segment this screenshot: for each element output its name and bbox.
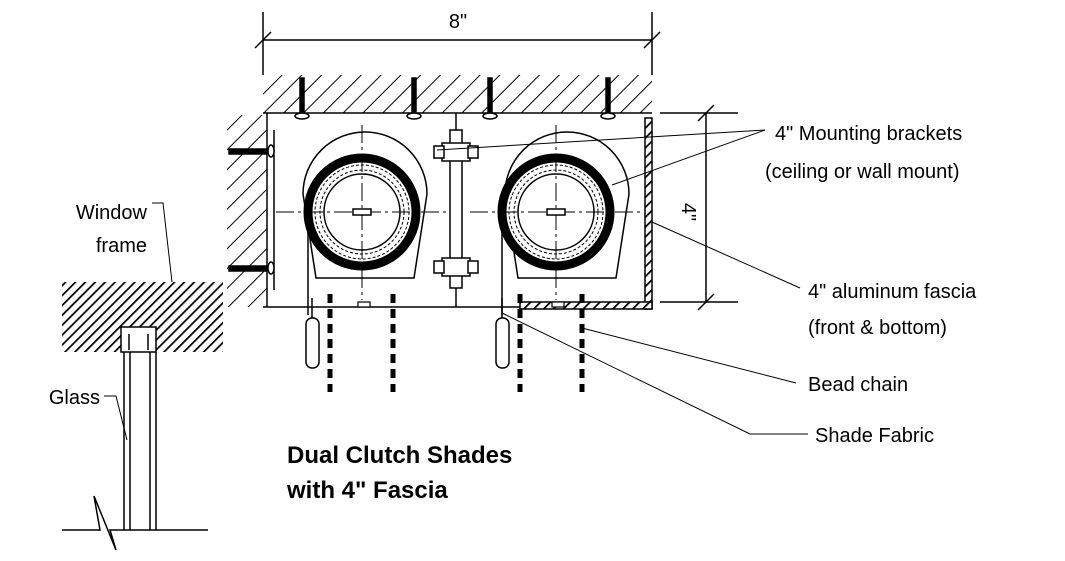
ceiling-screws bbox=[294, 77, 616, 120]
label-window-frame-1: Window bbox=[76, 202, 148, 224]
bead-chains bbox=[327, 294, 585, 392]
leader-lines bbox=[104, 129, 808, 441]
diagram-title-line1: Dual Clutch Shades bbox=[287, 442, 512, 469]
label-fascia: 4" aluminum fascia bbox=[808, 281, 977, 303]
label-mounting-brackets: 4" Mounting brackets bbox=[775, 123, 962, 145]
wall-screws bbox=[228, 144, 275, 275]
diagram-title-line2: with 4" Fascia bbox=[286, 477, 448, 504]
label-glass: Glass bbox=[49, 387, 100, 409]
glass-pane bbox=[62, 352, 208, 551]
aluminum-fascia bbox=[519, 117, 653, 310]
left-clutch-roller bbox=[276, 125, 448, 308]
shade-fabric-lines bbox=[307, 205, 503, 315]
window-frame-channel bbox=[120, 326, 157, 353]
label-bead-chain: Bead chain bbox=[808, 374, 908, 396]
label-fascia-sub: (front & bottom) bbox=[808, 317, 947, 339]
center-bolt-plate bbox=[433, 129, 479, 289]
height-dimension-label: 4" bbox=[677, 203, 699, 221]
label-window-frame-2: frame bbox=[96, 235, 147, 257]
label-mounting-brackets-sub: (ceiling or wall mount) bbox=[765, 161, 960, 183]
pull-handles bbox=[305, 298, 510, 369]
height-dimension: 4" bbox=[660, 104, 738, 311]
width-dimension-label: 8" bbox=[449, 11, 467, 33]
ceiling-hatch bbox=[263, 75, 652, 113]
wall-hatch bbox=[227, 115, 267, 307]
label-shade-fabric: Shade Fabric bbox=[815, 425, 934, 447]
width-dimension: 8" bbox=[254, 11, 661, 75]
right-clutch-roller bbox=[470, 125, 642, 308]
